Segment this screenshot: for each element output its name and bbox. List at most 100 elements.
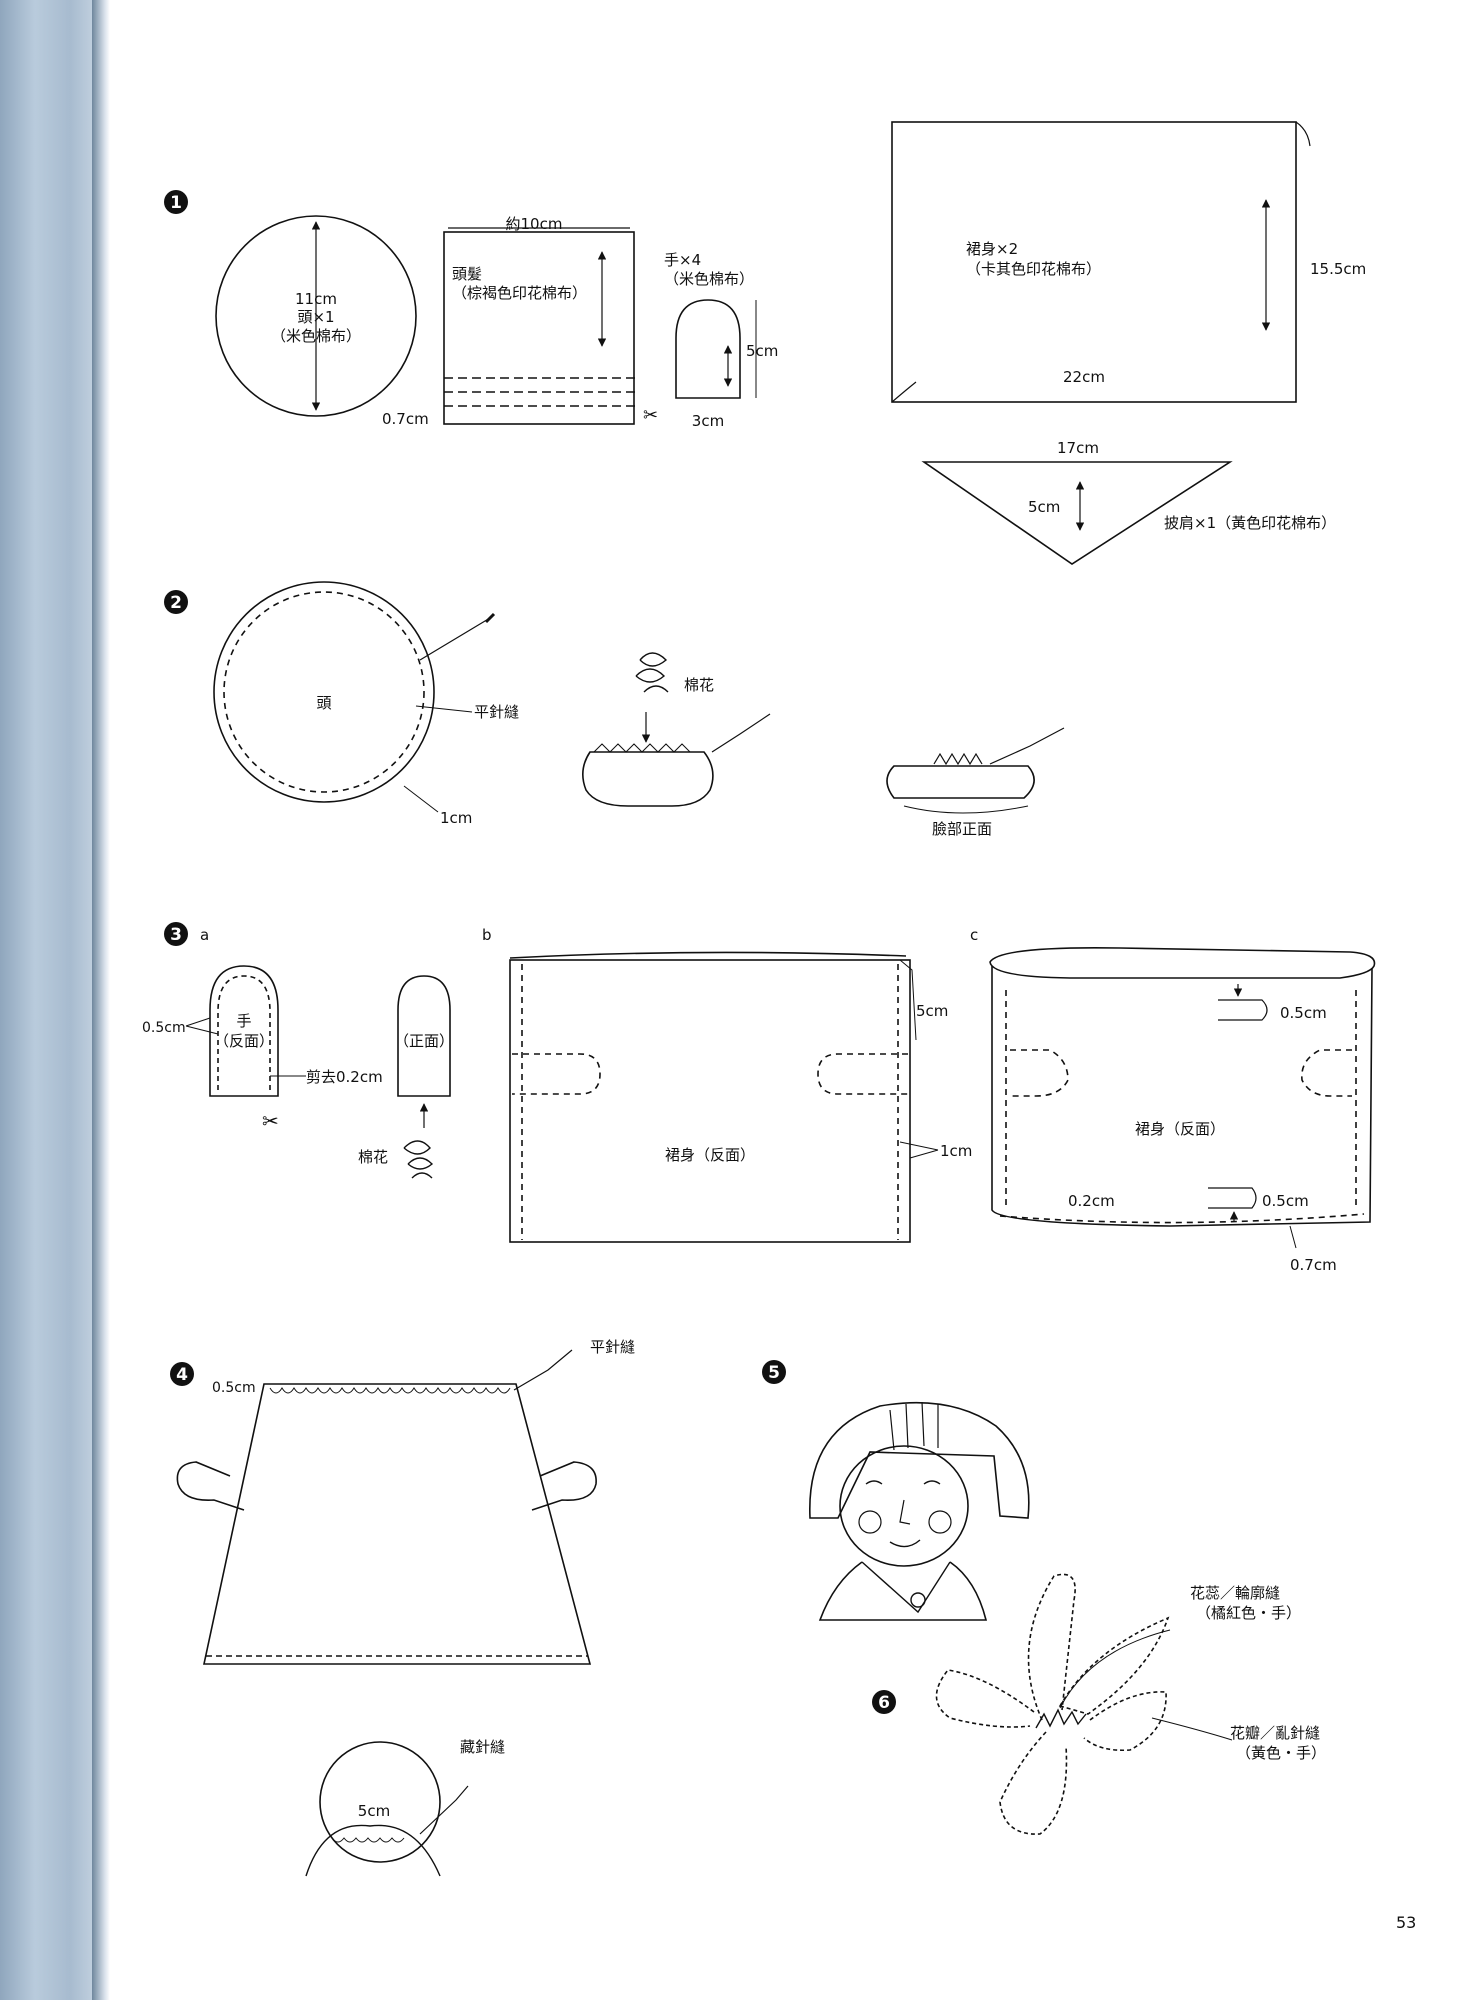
skirt-height: 15.5cm [1310, 260, 1366, 278]
scissors-icon: ✂ [262, 1109, 279, 1133]
head-title: 頭×1 [297, 308, 334, 326]
skirt-pattern [891, 121, 1297, 403]
doll-face [839, 1445, 969, 1567]
shawl-pattern [921, 461, 1233, 565]
hand-material: （米色棉布） [664, 270, 754, 288]
sub-a: a [200, 926, 209, 944]
skirt-title: 裙身×2 [966, 240, 1018, 258]
assembled-skirt [203, 1383, 592, 1665]
shawl-height: 5cm [1028, 498, 1060, 516]
hair-width: 約10cm [506, 215, 563, 233]
head-label: 頭 [316, 694, 331, 712]
stamen-color: （橘紅色・手） [1196, 1604, 1301, 1622]
step-badge [164, 590, 188, 614]
hand-title: 手×4 [664, 251, 701, 269]
petal-label: 花瓣／亂針縫 [1230, 1724, 1320, 1742]
book-spine-shadow [0, 0, 100, 2000]
flower-petal [935, 1669, 1035, 1728]
step-number: 4 [176, 1365, 188, 1385]
right-side-label: （正面） [394, 1032, 454, 1050]
step-badge [170, 1362, 194, 1386]
step-badge [164, 922, 188, 946]
step-number: 6 [878, 1693, 890, 1713]
top-margin: 0.5cm [212, 1380, 256, 1396]
needle-icon [711, 713, 771, 753]
hand-width: 3cm [692, 412, 724, 430]
skirt-tube-top [989, 946, 1376, 979]
head [319, 1741, 441, 1863]
needle-icon [513, 1349, 573, 1391]
hand-right-side [397, 975, 451, 1097]
cotton-label: 棉花 [684, 676, 714, 694]
wrong-side-label: （反面） [214, 1032, 274, 1050]
step-badge [164, 190, 188, 214]
petal-color: （黃色・手） [1236, 1744, 1326, 1762]
blind-stitch-label: 藏針縫 [460, 1738, 505, 1756]
skirt-sewn [509, 959, 911, 1243]
hair-pattern [443, 231, 635, 425]
skirt-top-margin: 5cm [916, 1002, 948, 1020]
step-badge [872, 1690, 896, 1714]
step-6: 6 花蕊／輪廓縫 （橘紅色・手） 花瓣／亂針縫 （黃色・手） [872, 1573, 1326, 1835]
cotton-icon [403, 1140, 434, 1179]
doll-hair [809, 1401, 1030, 1519]
head-circle [213, 581, 435, 803]
step-2: 2 頭 平針縫 1cm 棉花 臉部正面 [164, 581, 1065, 838]
scissors-icon: ✂ [643, 405, 658, 426]
running-stitch-label: 平針縫 [590, 1338, 635, 1356]
skirt-c-label: 裙身（反面） [1135, 1120, 1225, 1138]
skirt-side-margin: 1cm [940, 1142, 972, 1160]
flower-petal [999, 1731, 1068, 1835]
head-pattern [215, 215, 417, 417]
page-number: 53 [1396, 1913, 1416, 1932]
flower-petal [1058, 1616, 1170, 1715]
step-number: 1 [170, 193, 182, 213]
cotton-label: 棉花 [358, 1148, 388, 1166]
head-material: （米色棉布） [271, 327, 361, 345]
head-size: 11cm [295, 290, 337, 308]
flower-petal [1083, 1691, 1167, 1752]
face-front-label: 臉部正面 [932, 820, 992, 838]
shawl-title: 披肩×1（黃色印花棉布） [1164, 514, 1336, 532]
stuffed-head [582, 751, 714, 807]
shawl-width: 17cm [1057, 439, 1099, 457]
stitch-label: 0.2cm [1068, 1192, 1115, 1210]
running-stitch-label: 平針縫 [474, 703, 519, 721]
cotton-icon [635, 652, 669, 693]
hair-material: （棕褐色印花棉布） [452, 284, 587, 302]
skirt-width: 22cm [1063, 368, 1105, 386]
hand-label: 手 [236, 1012, 251, 1030]
doll-shoulders [818, 1561, 988, 1621]
hand-pattern [675, 299, 741, 399]
sub-b: b [482, 926, 492, 944]
needle-icon [419, 617, 491, 661]
step-number: 2 [170, 593, 182, 613]
skirt-wrong-label: 裙身（反面） [665, 1146, 755, 1164]
running-stitch-line [223, 591, 425, 793]
hand-seam: 0.5cm [142, 1020, 186, 1036]
skirt-material: （卡其色印花棉布） [966, 260, 1101, 278]
step-3: 3 a 手 （反面） 0.5cm 剪去0.2cm ✂ （正面） 棉花 b [142, 922, 1376, 1274]
needle-icon [989, 727, 1065, 765]
right-hand [531, 1461, 597, 1511]
step-number: 3 [170, 925, 182, 945]
left-hand [176, 1461, 245, 1511]
hem1-label: 0.5cm [1280, 1004, 1327, 1022]
page-gutter [92, 0, 110, 2000]
hem2-label: 0.5cm [1262, 1192, 1309, 1210]
seam-allowance: 1cm [440, 809, 472, 827]
step-4: 4 0.5cm 平針縫 5cm 藏針縫 [170, 1338, 635, 1877]
trim-label: 剪去0.2cm [306, 1068, 383, 1086]
fold-label: 0.7cm [1290, 1256, 1337, 1274]
hair-margin: 0.7cm [382, 410, 429, 428]
flattened-head [886, 765, 1035, 799]
hair-title: 頭髮 [452, 265, 482, 283]
step-1: 1 11cm 頭×1 （米色棉布） 約10cm 頭髮 （棕褐色印花棉布） 0.7… [164, 121, 1366, 565]
stamen-label: 花蕊／輪廓縫 [1190, 1584, 1280, 1602]
hand-wrong-side [209, 965, 279, 1097]
step-number: 5 [768, 1363, 780, 1383]
sub-c: c [970, 926, 978, 944]
flower-center [1035, 1708, 1087, 1729]
step-badge [762, 1360, 786, 1384]
